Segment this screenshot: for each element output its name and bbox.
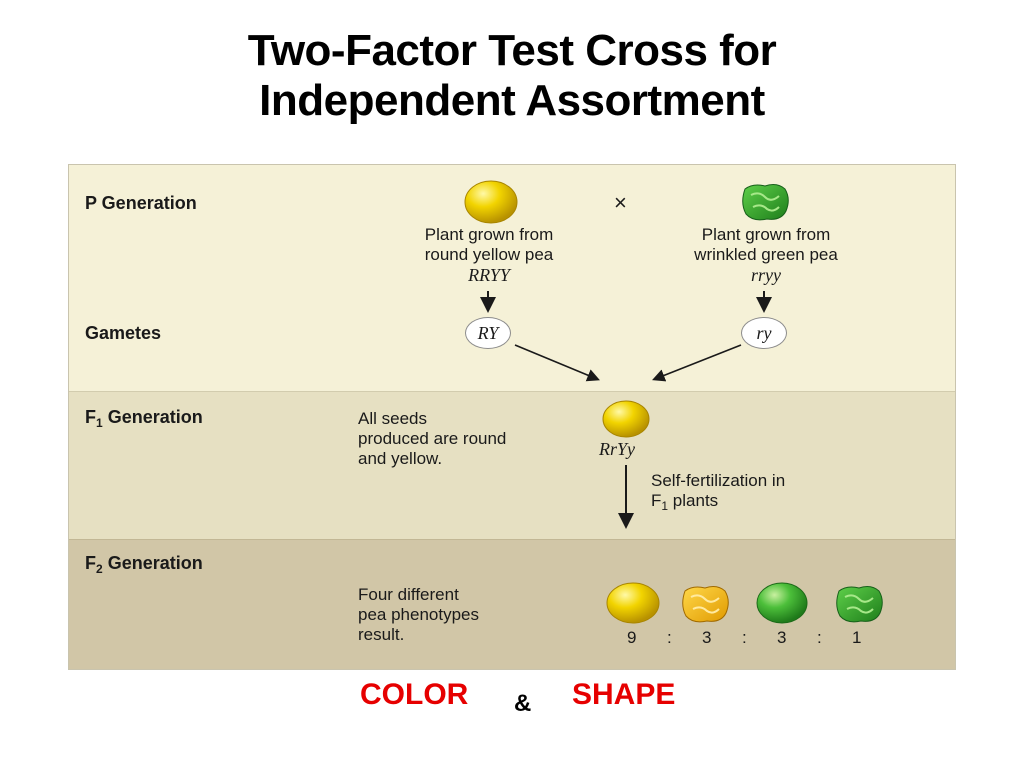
ratio-sep-1: : <box>667 628 672 647</box>
parent2-genotype: rryy <box>751 265 781 285</box>
title-line-2: Independent Assortment <box>259 76 765 125</box>
f1-genotype: RrYy <box>599 439 635 459</box>
gametes-label: Gametes <box>85 323 162 343</box>
wrinkled-yellow-pea-icon <box>682 586 729 623</box>
f1-generation-label: F1 Generation <box>85 407 203 430</box>
wrinkled-green-pea-icon <box>836 586 883 623</box>
f1-generation-band <box>69 391 955 540</box>
parent1-line2: round yellow pea <box>424 245 554 264</box>
f1-desc-line2: produced are round <box>358 429 507 448</box>
parent2-line1: Plant grown from <box>701 225 831 244</box>
gamete1-to-f1-arrow <box>514 344 600 382</box>
parent2-line2: wrinkled green pea <box>694 245 838 264</box>
f2-desc-line3: result. <box>358 625 405 644</box>
f2-desc-line1: Four different <box>358 585 459 604</box>
gamete-ry-recessive: ry <box>741 317 787 349</box>
cross-arrows <box>480 291 772 529</box>
parent1-line1: Plant grown from <box>424 225 554 244</box>
f1-desc-line1: All seeds <box>358 409 427 428</box>
slide-title: Two-Factor Test Cross for Independent As… <box>0 26 1024 126</box>
footer-shape-label: SHAPE <box>572 678 676 711</box>
round-yellow-pea-icon <box>464 180 518 224</box>
parent1-genotype: RRYY <box>468 265 510 285</box>
footer-ampersand: & <box>514 690 532 717</box>
wrinkled-green-pea-icon <box>742 184 789 221</box>
self-fertilization-line1: Self-fertilization in <box>651 471 786 490</box>
cross-symbol: × <box>614 190 627 215</box>
ratio-sep-3: : <box>817 628 822 647</box>
gamete-ry-dominant: RY <box>465 317 511 349</box>
ratio-9: 9 <box>627 628 637 647</box>
footer-color-label: COLOR <box>360 678 469 711</box>
gamete2-to-f1-arrow <box>652 344 742 382</box>
f1-desc-line3: and yellow. <box>358 449 443 468</box>
f2-desc-line2: pea phenotypes <box>358 605 479 624</box>
round-green-pea-icon <box>756 582 808 624</box>
p-generation-label: P Generation <box>85 193 197 213</box>
ratio-1: 1 <box>852 628 862 647</box>
ratio-3b: 3 <box>777 628 787 647</box>
self-fertilization-line2: F1 plants <box>651 491 719 513</box>
round-yellow-pea-icon <box>606 582 660 624</box>
title-line-1: Two-Factor Test Cross for <box>247 26 777 75</box>
ratio-sep-2: : <box>742 628 747 647</box>
ratio-3a: 3 <box>702 628 712 647</box>
round-yellow-pea-icon <box>602 400 650 438</box>
cross-diagram: P Generation × Plant grown from round ye… <box>68 164 956 670</box>
f2-generation-label: F2 Generation <box>85 553 203 576</box>
